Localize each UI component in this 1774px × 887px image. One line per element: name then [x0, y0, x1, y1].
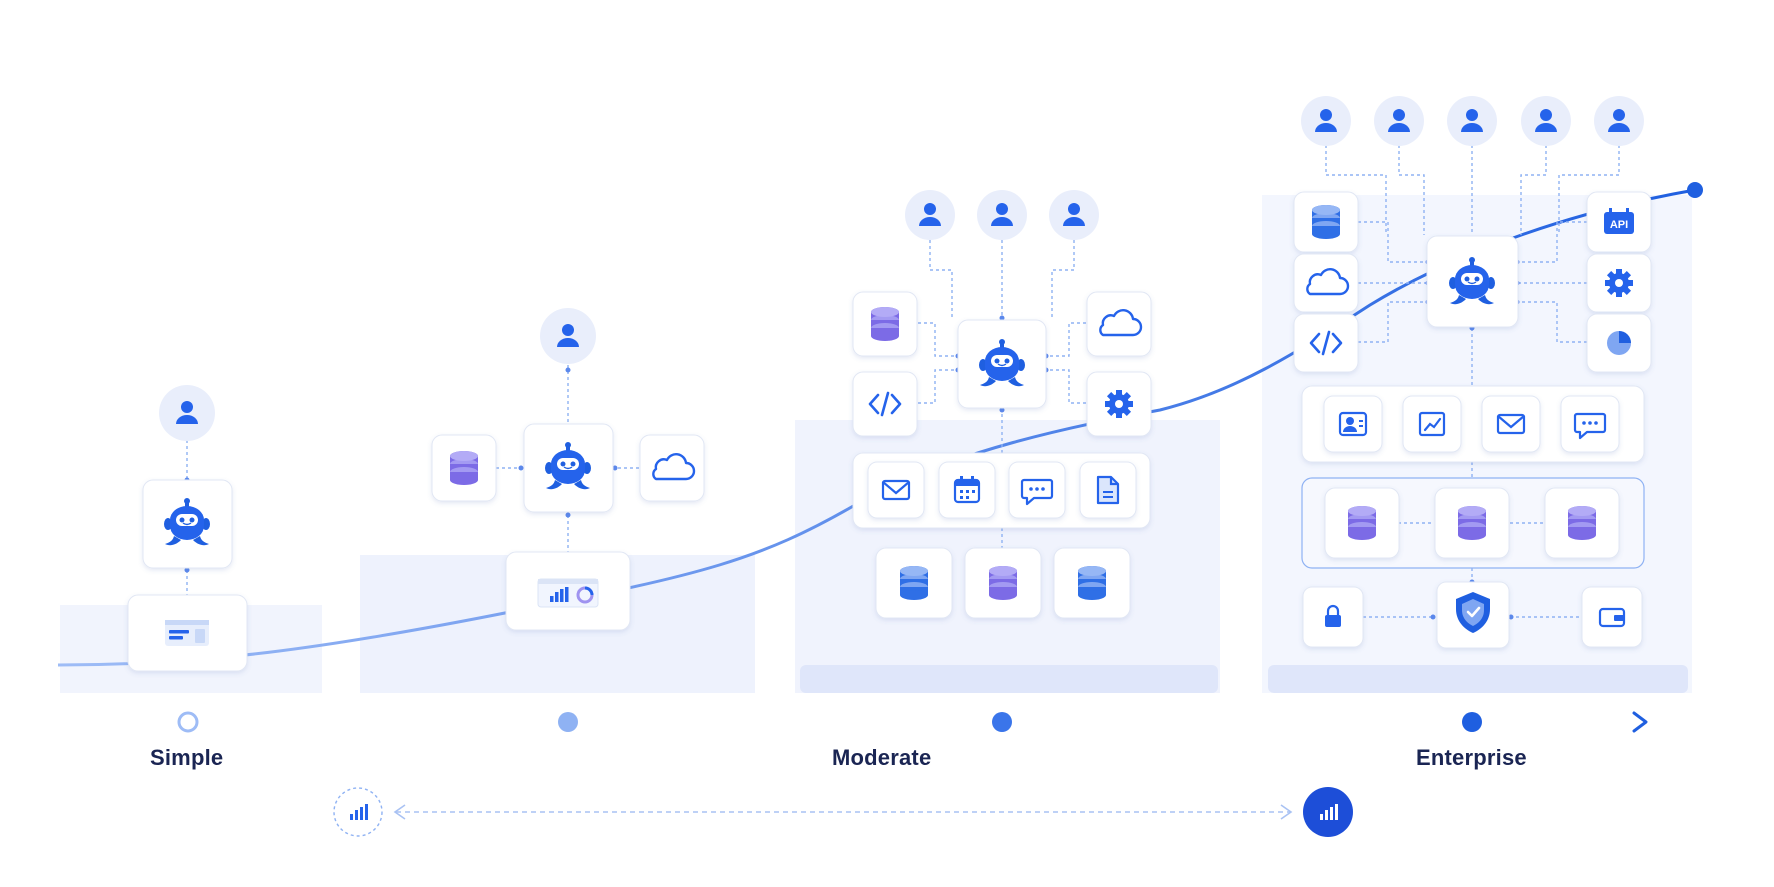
cloud-card — [1086, 291, 1152, 357]
database-icon — [1458, 506, 1486, 540]
contact-card — [1323, 395, 1383, 453]
cloud-card — [639, 434, 705, 502]
mail-card — [867, 461, 925, 519]
milestone-dot — [1462, 712, 1482, 732]
label-moderate: Moderate — [832, 745, 932, 770]
analytics-icon — [536, 577, 600, 609]
api-icon-label: API — [1610, 219, 1628, 231]
enterprise-stage-base — [1268, 665, 1688, 693]
stage-moderate — [852, 190, 1152, 619]
pie-chart-icon — [1607, 331, 1631, 355]
api-icon — [1604, 212, 1634, 234]
milestone-dot — [558, 712, 578, 732]
axis-arrow — [1632, 711, 1648, 733]
services-row — [1301, 385, 1645, 463]
moderate-stage-base — [800, 665, 1218, 693]
stage-simple — [127, 385, 248, 672]
label-enterprise: Enterprise — [1416, 745, 1527, 770]
chart-card — [1402, 395, 1462, 453]
database-icon — [871, 307, 899, 341]
wallet-card — [1581, 586, 1643, 648]
database-icon — [1312, 205, 1340, 239]
stage-enterprise: API — [1293, 96, 1652, 649]
database-icon — [1568, 506, 1596, 540]
milestone-dot — [177, 711, 199, 733]
growth-curve-endpoint — [1687, 182, 1703, 198]
mail-card — [1481, 395, 1541, 453]
database-icon — [450, 451, 478, 485]
integrations-row — [852, 452, 1151, 529]
gear-icon — [1105, 390, 1133, 418]
database-icon — [1348, 506, 1376, 540]
scale-indicator — [333, 787, 1353, 837]
milestone-dot — [992, 712, 1012, 732]
label-simple: Simple — [150, 745, 224, 770]
stage-basic — [431, 308, 705, 631]
database-icon — [1078, 566, 1106, 600]
dashboard-icon — [165, 620, 209, 646]
timeline-axis — [177, 711, 1648, 733]
cloud-card — [1293, 253, 1359, 313]
gear-icon — [1605, 269, 1633, 297]
database-icon — [989, 566, 1017, 600]
document-icon — [1096, 475, 1120, 505]
database-icon — [900, 566, 928, 600]
